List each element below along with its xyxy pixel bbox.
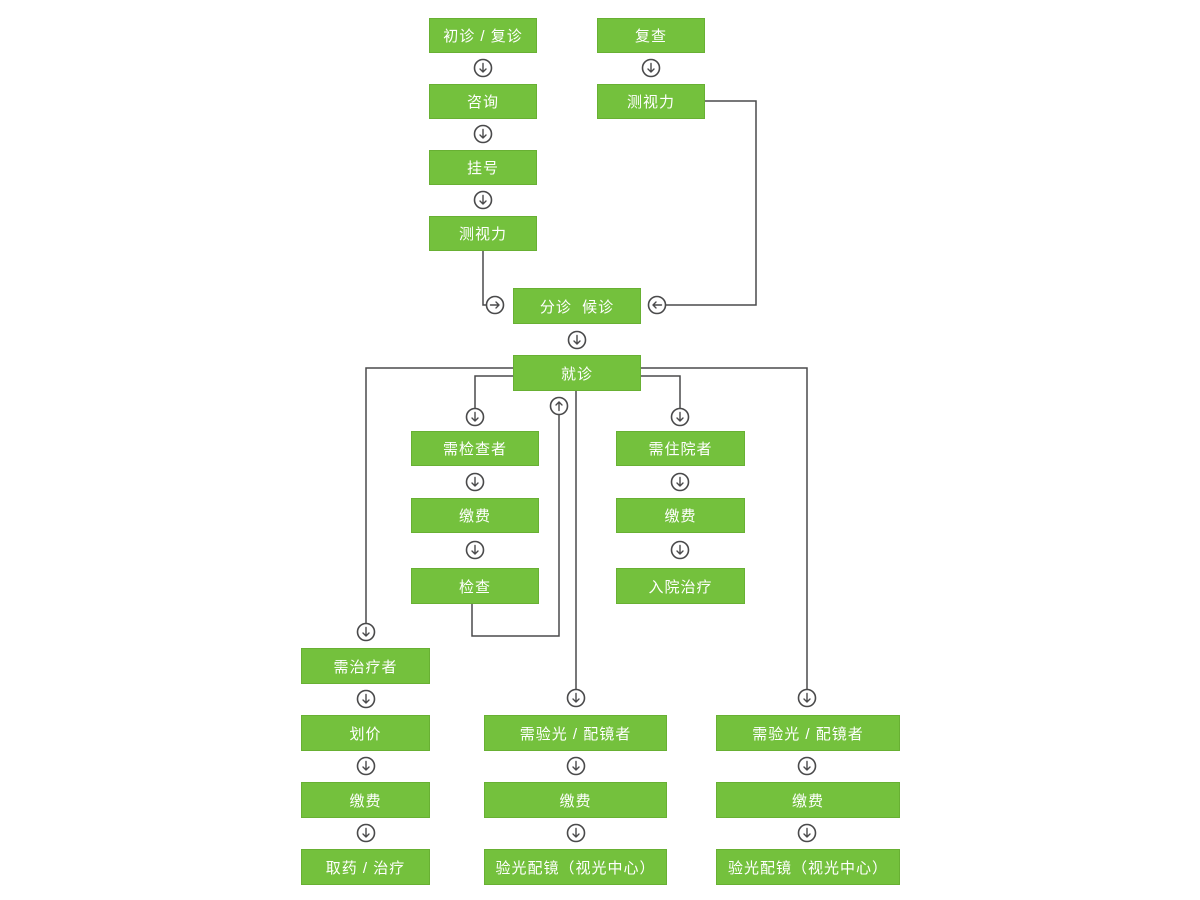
node-visit: 就诊: [513, 355, 641, 391]
node-admission: 入院治疗: [616, 568, 745, 604]
arrow-down-icon: [641, 58, 661, 78]
node-exam: 检查: [411, 568, 539, 604]
connector-visit-to-optometry-right: [641, 367, 808, 689]
arrow-down-icon: [566, 688, 586, 708]
node-pay-admission: 缴费: [616, 498, 745, 533]
node-pay-optometry-right: 缴费: [716, 782, 900, 818]
arrow-down-icon: [465, 472, 485, 492]
connector-visit-to-needtreatment: [365, 367, 513, 623]
node-recheck: 复查: [597, 18, 705, 53]
node-first-visit: 初诊 / 复诊: [429, 18, 537, 53]
connector-visiontest-to-triage: [482, 251, 486, 306]
node-optometry-mid: 验光配镜（视光中心）: [484, 849, 667, 885]
arrow-down-icon: [465, 540, 485, 560]
arrow-down-icon: [566, 756, 586, 776]
node-pay-exam: 缴费: [411, 498, 539, 533]
arrow-down-icon: [356, 689, 376, 709]
arrow-down-icon: [473, 58, 493, 78]
node-triage: 分诊 候诊: [513, 288, 641, 324]
arrow-down-icon: [670, 472, 690, 492]
node-consult: 咨询: [429, 84, 537, 119]
connector-visit-to-needadmission: [641, 375, 681, 408]
arrow-down-icon: [356, 622, 376, 642]
node-need-optometry-right: 需验光 / 配镜者: [716, 715, 900, 751]
node-need-optometry-mid: 需验光 / 配镜者: [484, 715, 667, 751]
node-vision-test-right: 测视力: [597, 84, 705, 119]
arrow-down-icon: [797, 756, 817, 776]
arrow-down-icon: [356, 823, 376, 843]
connector-recheck-to-triage: [666, 100, 757, 306]
node-pay-treatment: 缴费: [301, 782, 430, 818]
connector-visit-to-needexam: [474, 375, 513, 408]
arrow-down-icon: [566, 823, 586, 843]
arrow-down-icon: [670, 540, 690, 560]
node-pay-optometry-mid: 缴费: [484, 782, 667, 818]
arrow-down-icon: [797, 688, 817, 708]
node-need-treatment: 需治疗者: [301, 648, 430, 684]
node-pricing: 划价: [301, 715, 430, 751]
connector-exam-return-to-visit: [471, 415, 560, 637]
node-need-exam: 需检查者: [411, 431, 539, 466]
arrow-right-icon: [485, 295, 505, 315]
arrow-down-icon: [670, 407, 690, 427]
arrow-down-icon: [465, 407, 485, 427]
arrow-down-icon: [356, 756, 376, 776]
arrow-down-icon: [797, 823, 817, 843]
node-optometry-right: 验光配镜（视光中心）: [716, 849, 900, 885]
arrow-down-icon: [473, 190, 493, 210]
node-dispense-treatment: 取药 / 治疗: [301, 849, 430, 885]
arrow-left-icon: [647, 295, 667, 315]
node-need-admission: 需住院者: [616, 431, 745, 466]
node-vision-test-left: 测视力: [429, 216, 537, 251]
node-register: 挂号: [429, 150, 537, 185]
arrow-down-icon: [473, 124, 493, 144]
arrow-up-icon: [549, 396, 569, 416]
arrow-down-icon: [567, 330, 587, 350]
